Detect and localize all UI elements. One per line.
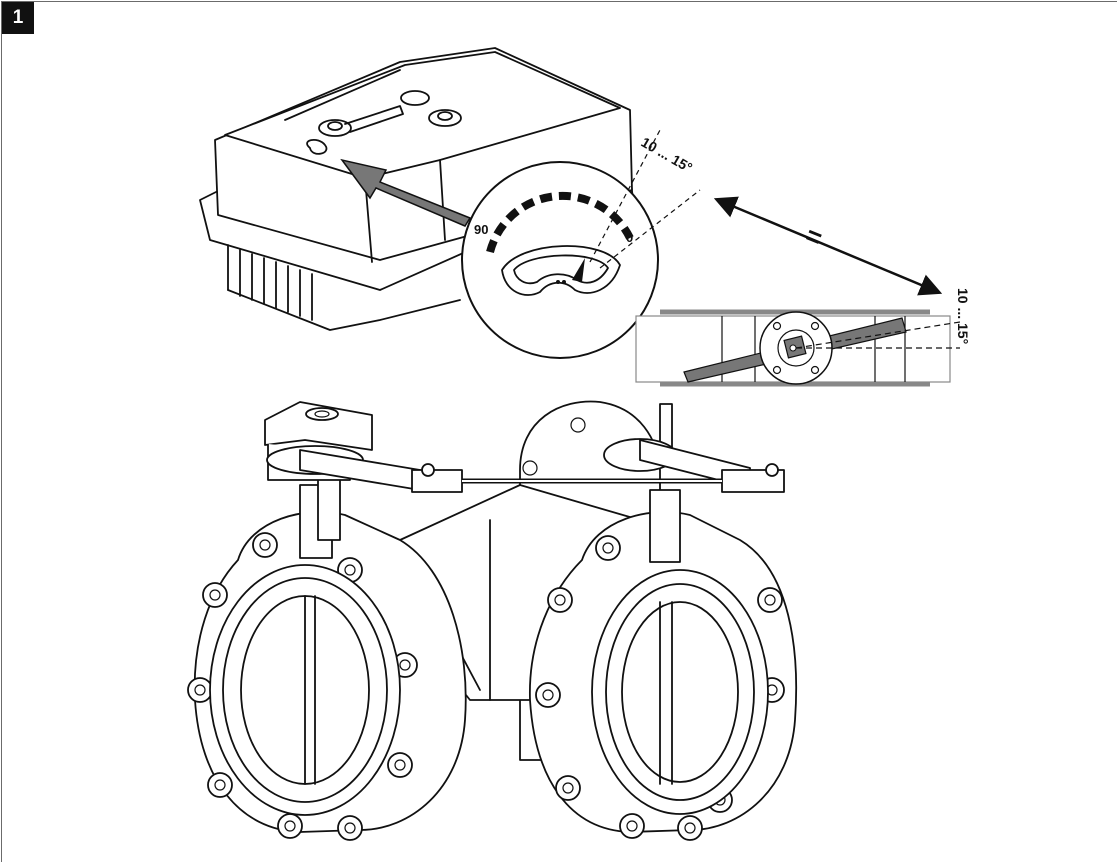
three-way-valve-assembly	[187, 400, 798, 841]
actuator-top-knobs	[306, 90, 462, 155]
indicator-window	[501, 245, 621, 296]
equivalence-arrow: =	[713, 196, 943, 296]
equal-sign: =	[801, 220, 826, 254]
actuator-fins	[227, 244, 461, 331]
actuator-housing	[199, 47, 636, 331]
valve-linkage	[264, 401, 785, 493]
valve-disc-detail: 10 ... 15°	[635, 288, 971, 387]
scale-label-90: 90	[474, 222, 488, 237]
indicator-pointer-arrow	[340, 158, 472, 227]
detail-angle-label: 10 ... 15°	[955, 288, 971, 344]
step-number-badge: 1	[2, 2, 34, 34]
scale-label-0: 0	[626, 230, 633, 245]
position-scale-arc	[486, 191, 634, 254]
left-butterfly-valve	[187, 474, 467, 841]
right-butterfly-valve	[529, 403, 798, 841]
indicator-needle	[572, 258, 585, 282]
